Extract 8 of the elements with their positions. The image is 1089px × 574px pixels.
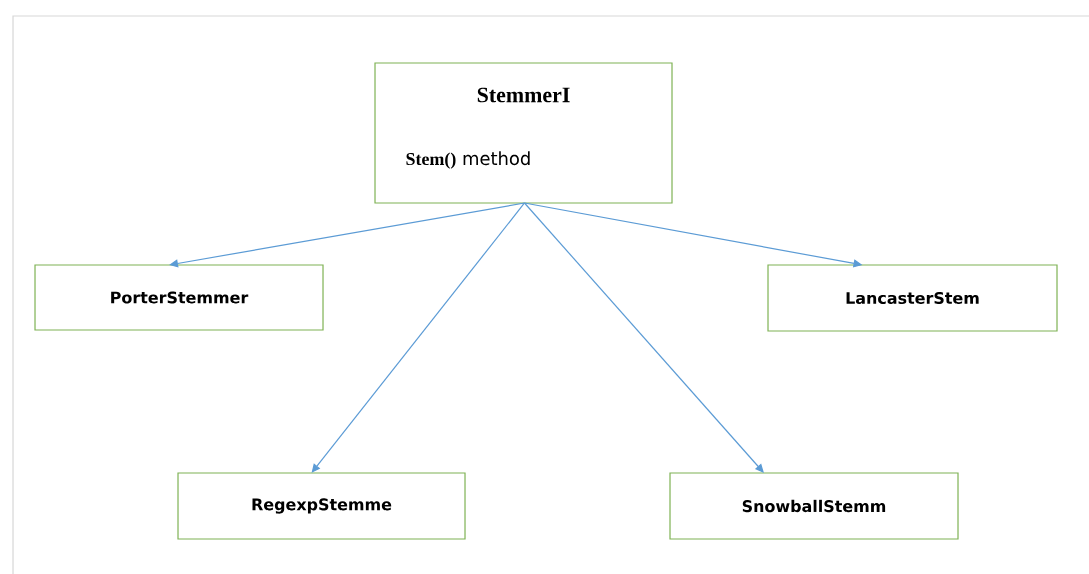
arrow (311, 202, 526, 473)
class-box: RegexpStemme (177, 472, 466, 540)
class-box: PorterStemmer (34, 264, 324, 331)
arrow (523, 202, 764, 473)
arrow (169, 202, 526, 268)
class-box: SnowballStemm (669, 472, 959, 540)
class-box: LancasterStem (767, 264, 1058, 332)
class-box: StemmerI Stem() method (374, 62, 673, 204)
